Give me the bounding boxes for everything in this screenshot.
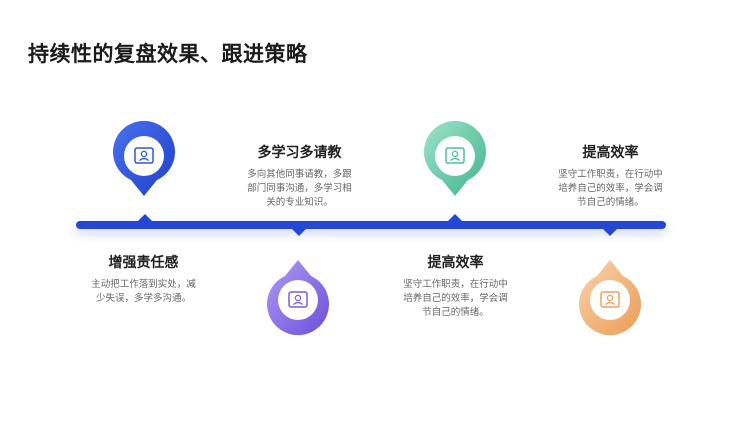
step-description: 主动把工作落到实处，减 少失误，多学多沟通。 bbox=[91, 279, 196, 304]
step-heading: 增强责任感 bbox=[108, 255, 179, 271]
timeline-notch-3 bbox=[448, 214, 462, 221]
step-heading: 多学习多请教 bbox=[257, 145, 342, 161]
step-block-1: 增强责任感 主动把工作落到实处，减 少失误，多学多沟通。 bbox=[76, 252, 211, 306]
step-description: 坚守工作职责，在行动中 培养自己的效率，学会调 节自己的情绪。 bbox=[558, 169, 663, 208]
pin-marker-3 bbox=[422, 120, 488, 198]
badge-icon bbox=[445, 147, 465, 164]
badge-icon bbox=[288, 291, 308, 308]
timeline-notch-2 bbox=[292, 229, 306, 236]
pin-marker-2 bbox=[265, 258, 331, 336]
pin-marker-1 bbox=[111, 120, 177, 198]
timeline-bar bbox=[76, 214, 666, 236]
badge-icon bbox=[134, 147, 154, 164]
timeline-notch-1 bbox=[138, 214, 152, 221]
badge-icon bbox=[600, 291, 620, 308]
pin-marker-4 bbox=[577, 258, 643, 336]
step-heading: 提高效率 bbox=[427, 255, 484, 271]
step-description: 多向其他同事请教，多跟 部门同事沟通，多学习相 关的专业知识。 bbox=[247, 169, 352, 208]
page-title: 持续性的复盘效果、跟进策略 bbox=[28, 42, 308, 66]
step-block-2: 多学习多请教 多向其他同事请教，多跟 部门同事沟通，多学习相 关的专业知识。 bbox=[232, 142, 367, 210]
step-heading: 提高效率 bbox=[582, 145, 639, 161]
step-block-4: 提高效率 坚守工作职责，在行动中 培养自己的效率，学会调 节自己的情绪。 bbox=[543, 142, 678, 210]
step-block-3: 提高效率 坚守工作职责，在行动中 培养自己的效率，学会调 节自己的情绪。 bbox=[388, 252, 523, 320]
timeline-notch-4 bbox=[603, 229, 617, 236]
step-description: 坚守工作职责，在行动中 培养自己的效率，学会调 节自己的情绪。 bbox=[403, 279, 508, 318]
